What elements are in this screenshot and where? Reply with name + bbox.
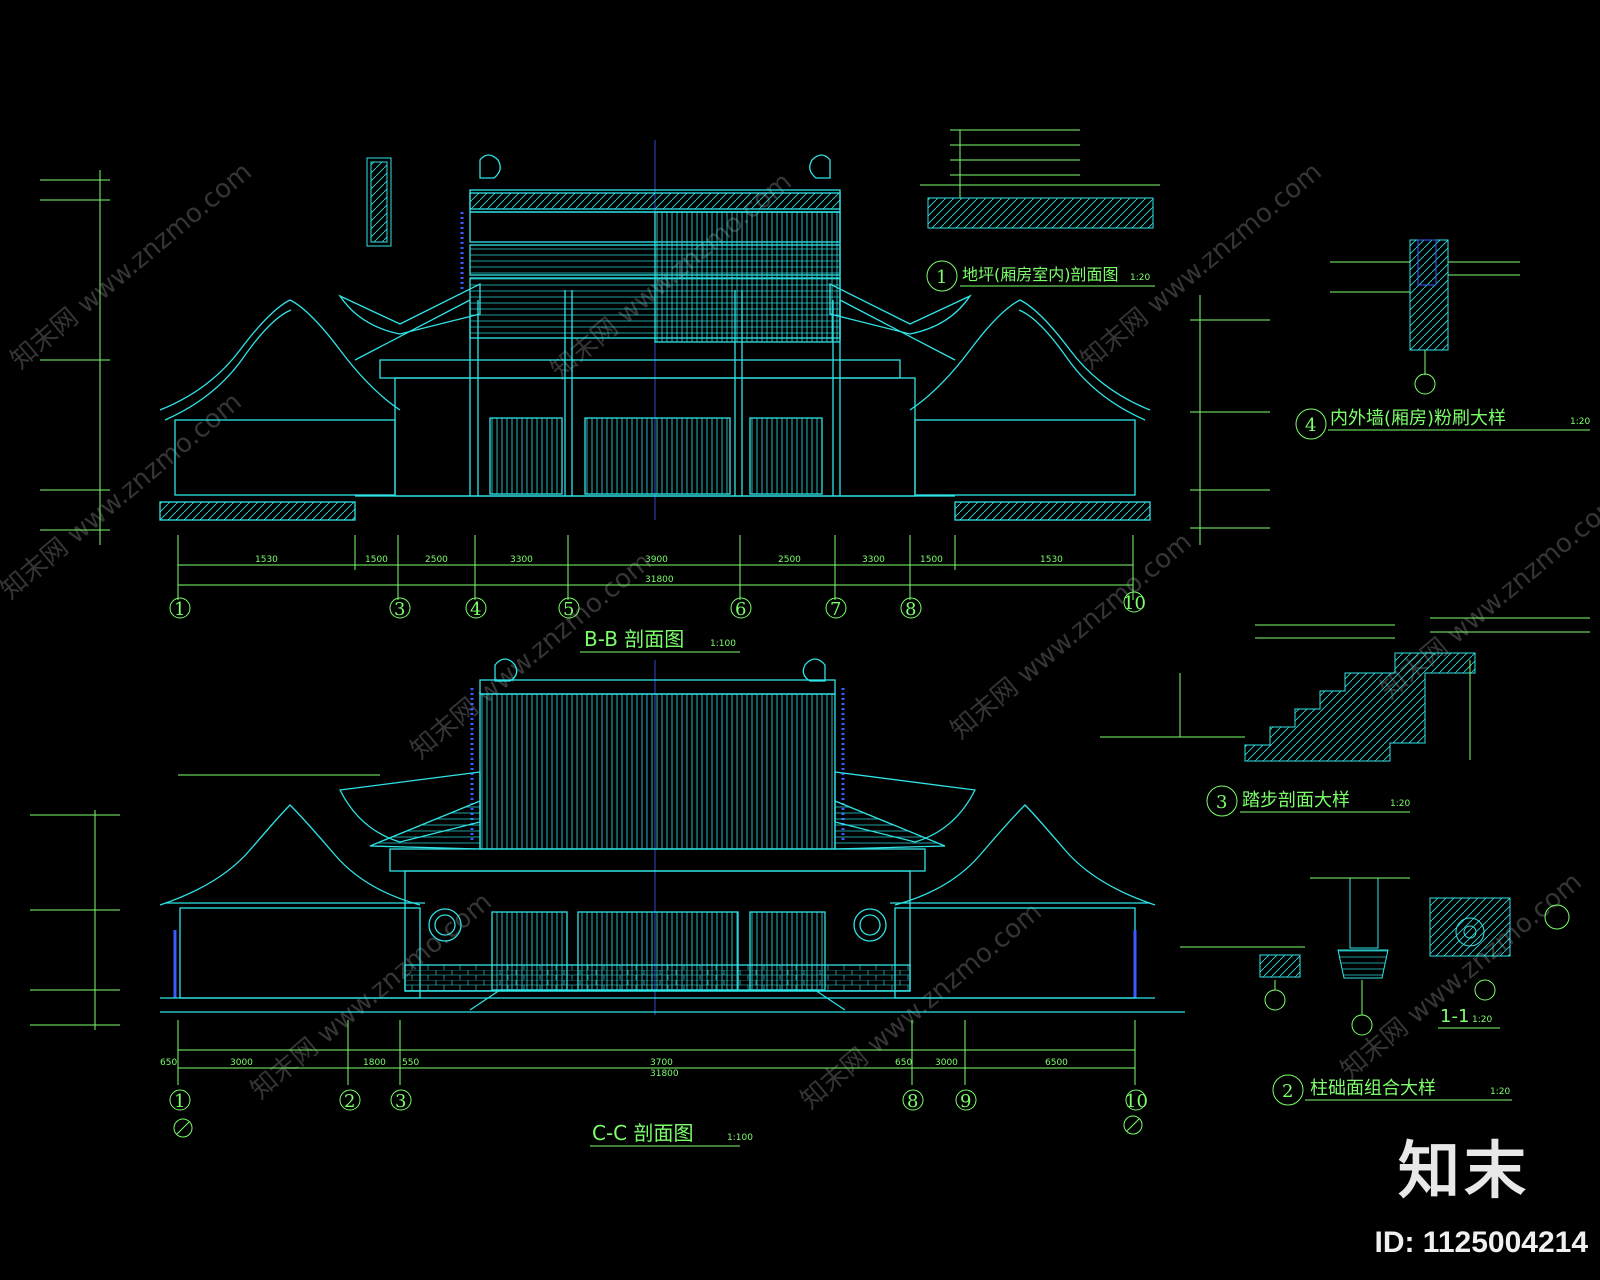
axis-bubble: 3 — [390, 1089, 412, 1112]
detail-scale: 1:20 — [1570, 417, 1590, 427]
axis-bubble: 1 — [169, 1089, 191, 1112]
detail-scale: 1:20 — [1490, 1087, 1510, 1097]
detail-1-drawing — [366, 129, 1160, 247]
svg-text:2: 2 — [344, 1091, 355, 1112]
dim-value: 3700 — [650, 1058, 673, 1068]
section-cc-axis-bubbles: 1 2 3 8 9 10 — [169, 1089, 1148, 1138]
detail-number-circle — [1206, 785, 1238, 817]
dim-value: 1530 — [255, 555, 278, 565]
detail-title: 踏步剖面大样 — [1242, 790, 1350, 811]
dim-value: 650 — [160, 1058, 177, 1068]
detail-number-circle — [926, 260, 958, 292]
dim-value: 1800 — [363, 1058, 386, 1068]
section-scale: 1:100 — [710, 639, 736, 649]
dim-total: 31800 — [650, 1069, 679, 1079]
dim-value: 3900 — [645, 555, 668, 565]
axis-bubble: 1 — [169, 597, 191, 620]
detail-scale: 1:20 — [1130, 273, 1150, 283]
dim-value: 3300 — [510, 555, 533, 565]
axis-bubble: 5 — [558, 597, 580, 620]
detail-title: 柱础面组合大样 — [1310, 1078, 1436, 1099]
svg-text:6: 6 — [735, 599, 746, 620]
axis-bubble: 6 — [730, 597, 752, 620]
axis-bubble: 3 — [389, 597, 411, 620]
dim-total: 31800 — [645, 575, 674, 585]
dim-value: 3300 — [862, 555, 885, 565]
section-bb-dimensions — [40, 170, 1270, 600]
brand-logo: 知末 — [1397, 1134, 1530, 1207]
section-bb-axis-bubbles: 1 3 4 5 6 7 8 10 — [169, 591, 1146, 620]
dim-value: 6500 — [1045, 1058, 1068, 1068]
dim-value: 1500 — [365, 555, 388, 565]
axis-bubble: 10 — [1123, 591, 1146, 614]
axis-bubble: 2 — [339, 1089, 361, 1112]
section-cc-dim-values: 650 3000 1800 550 3700 650 3000 6500 318… — [160, 1058, 1068, 1079]
dim-value: 1530 — [1040, 555, 1063, 565]
axis-bubble: 10 — [1125, 1089, 1148, 1112]
detail-2-label: 1-1 1:20 2 柱础面组合大样 1:20 — [1272, 1006, 1512, 1106]
dim-value: 550 — [402, 1058, 419, 1068]
axis-bubble: 9 — [955, 1089, 977, 1112]
svg-text:8: 8 — [907, 1091, 918, 1112]
detail-4-label: 4 内外墙(厢房)粉刷大样 1:20 — [1295, 408, 1590, 440]
dim-value: 3000 — [935, 1058, 958, 1068]
watermark-text: 知末网 www.znzmo.com — [945, 527, 1197, 746]
svg-text:10: 10 — [1123, 593, 1146, 614]
detail-title: 地坪(厢房室内)剖面图 — [962, 265, 1119, 284]
svg-text:7: 7 — [830, 599, 841, 620]
watermark-text: 知末网 www.znzmo.com — [5, 157, 257, 376]
detail-number-circle — [1295, 408, 1327, 440]
svg-text:3: 3 — [395, 1091, 406, 1112]
detail-number: 1 — [936, 267, 947, 288]
detail-title: 内外墙(厢房)粉刷大样 — [1330, 408, 1506, 429]
section-title: C-C 剖面图 — [592, 1121, 694, 1145]
detail-3-label: 3 踏步剖面大样 1:20 — [1206, 785, 1410, 817]
detail-1-label: 1 地坪(厢房室内)剖面图 1:20 — [926, 260, 1155, 292]
section-cc-title: C-C 剖面图 1:100 — [590, 1121, 753, 1147]
section-bb-drawing — [159, 140, 1151, 521]
axis-bubble: 7 — [825, 597, 847, 620]
axis-bubble: 8 — [902, 1089, 924, 1112]
detail-number-circle — [1272, 1074, 1304, 1106]
svg-text:1: 1 — [174, 1091, 185, 1112]
section-1-1-scale: 1:20 — [1472, 1015, 1492, 1025]
svg-text:10: 10 — [1125, 1091, 1148, 1112]
detail-number: 4 — [1305, 415, 1316, 436]
detail-4-drawing — [1330, 239, 1520, 395]
watermark-text: 知末网 www.znzmo.com — [795, 897, 1047, 1116]
section-1-1-title: 1-1 — [1440, 1006, 1469, 1027]
detail-number: 2 — [1282, 1081, 1293, 1102]
dim-value: 1500 — [920, 555, 943, 565]
section-cc-dimensions — [30, 774, 1136, 1085]
svg-text:3: 3 — [394, 599, 405, 620]
section-cc-drawing — [159, 658, 1185, 1015]
svg-text:9: 9 — [960, 1091, 971, 1112]
section-title: B-B 剖面图 — [584, 627, 684, 651]
detail-scale: 1:20 — [1390, 799, 1410, 809]
svg-text:8: 8 — [905, 599, 916, 620]
detail-number: 3 — [1216, 792, 1227, 813]
svg-text:1: 1 — [174, 599, 185, 620]
axis-bubble: 4 — [465, 597, 487, 620]
image-id-label: ID: 1125004214 — [1374, 1226, 1588, 1259]
dim-value: 2500 — [778, 555, 801, 565]
dim-value: 3000 — [230, 1058, 253, 1068]
section-scale: 1:100 — [727, 1133, 753, 1143]
dim-value: 2500 — [425, 555, 448, 565]
svg-text:4: 4 — [470, 599, 481, 620]
svg-text:5: 5 — [563, 599, 574, 620]
axis-bubble: 8 — [900, 597, 922, 620]
detail-2-drawing — [1180, 877, 1570, 1036]
section-bb-dim-values: 1530 1500 2500 3300 3900 2500 3300 1500 … — [255, 555, 1063, 585]
detail-3-drawing — [1100, 617, 1590, 762]
dim-value: 650 — [895, 1058, 912, 1068]
section-bb-title: B-B 剖面图 1:100 — [580, 627, 740, 653]
